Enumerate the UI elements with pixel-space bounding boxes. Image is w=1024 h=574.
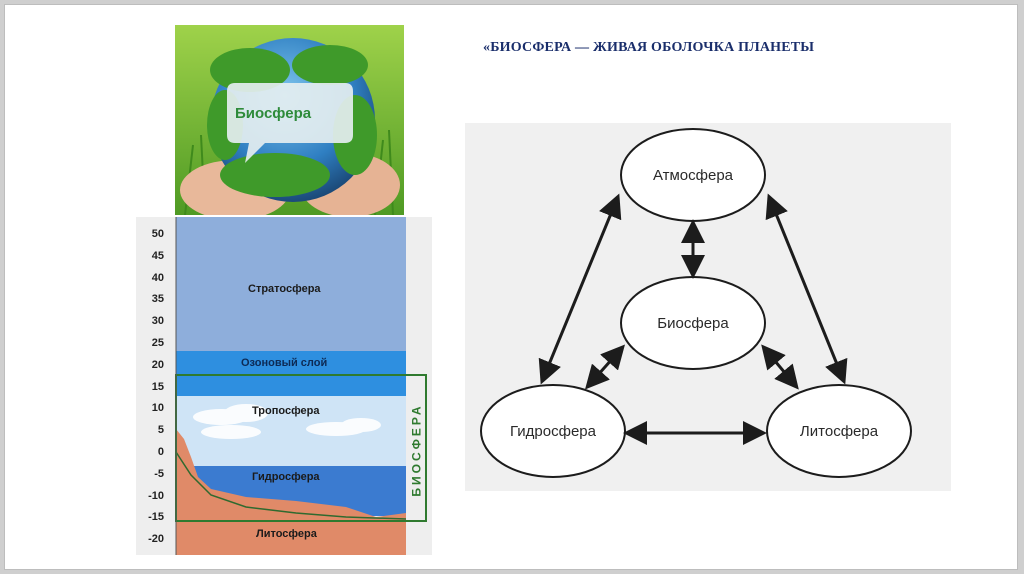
- biosphere-globe-image: Биосфера: [175, 25, 404, 215]
- lithosphere-ellipse: [766, 384, 912, 478]
- arrow-atmosphere-hydrosphere: [538, 193, 622, 385]
- axis-tick: -15: [148, 511, 164, 524]
- hydrosphere-node-label: Гидросфера: [510, 422, 596, 440]
- axis-tick: 45: [151, 249, 164, 262]
- lithosphere-shape: [176, 429, 406, 555]
- biosphere-boundary: [175, 451, 407, 520]
- arrow-biosphere-hydrosphere: [585, 344, 625, 390]
- hydrosphere-label: Гидросфера: [252, 471, 320, 483]
- axis-tick: 40: [151, 271, 164, 284]
- biosphere-node-label: Биосфера: [657, 314, 729, 332]
- arrow-atmosphere-lithosphere: [765, 193, 848, 385]
- axis-tick: 15: [151, 380, 164, 393]
- ozone-band: [176, 351, 406, 396]
- troposphere-label: Тропосфера: [252, 405, 320, 417]
- slide: «БИОСФЕРА — ЖИВАЯ ОБОЛОЧКА ПЛАНЕТЫ: [4, 4, 1018, 570]
- slide-title: «БИОСФЕРА — ЖИВАЯ ОБОЛОЧКА ПЛАНЕТЫ: [483, 40, 815, 55]
- axis-tick: 50: [151, 228, 164, 240]
- arrow-biosphere-lithosphere: [761, 344, 799, 390]
- axis-tick: 25: [151, 337, 164, 349]
- spheres-diagram: Атмосфера Биосфера Гидросфера Литосфера: [465, 123, 951, 491]
- layers-graphic: [175, 217, 427, 555]
- axis-tick: 35: [151, 293, 164, 306]
- lithosphere-label: Литосфера: [256, 528, 317, 540]
- axis-tick: 10: [151, 402, 164, 415]
- axis-tick: -10: [148, 489, 164, 502]
- ozone-label: Озоновый слой: [241, 357, 328, 369]
- axis-tick: -20: [148, 533, 164, 546]
- biosphere-vertical-label: БИОСФЕРА: [410, 402, 424, 497]
- axis-tick: 30: [151, 315, 164, 328]
- axis-tick: 0: [157, 446, 164, 458]
- axis-tick: 20: [151, 358, 164, 371]
- stratosphere-label: Стратосфера: [248, 283, 321, 295]
- atmosphere-node-label: Атмосфера: [652, 166, 734, 184]
- lithosphere-node-label: Литосфера: [799, 422, 879, 440]
- atmosphere-layers-figure: 50 45 40 35 30 25 20 15 10 5 0 -5 -10 -1…: [136, 217, 432, 555]
- stratosphere-band: [176, 217, 406, 351]
- globe-illustration: [175, 25, 404, 215]
- globe-label: Биосфера: [235, 105, 312, 122]
- axis-tick: 5: [157, 424, 164, 437]
- diagram-graphic: [480, 128, 912, 478]
- axis-tick: -5: [154, 467, 164, 480]
